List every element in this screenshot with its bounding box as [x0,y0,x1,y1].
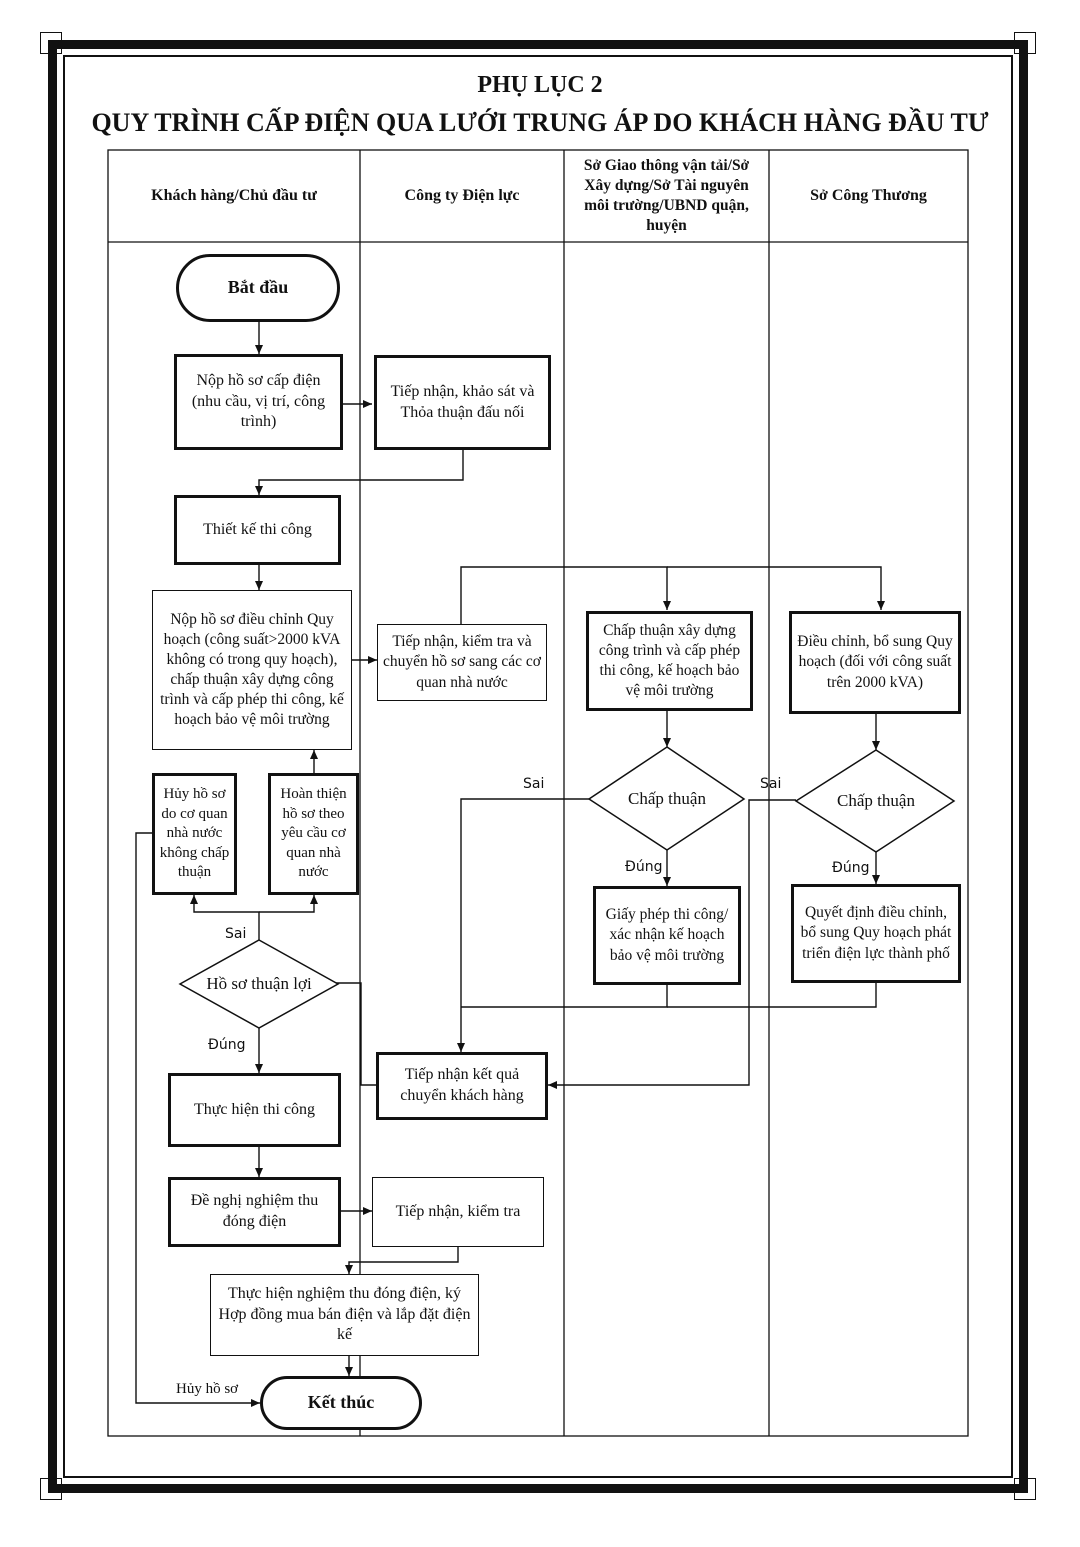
decision-approve-1: Chấp thuận [628,789,706,808]
permit-box: Giấy phép thi công/ xác nhận kế hoạch bả… [593,886,741,985]
complete-file-box: Hoàn thiện hồ sơ theo yêu cầu cơ quan nh… [268,773,359,895]
end-terminal: Kết thúc [260,1376,422,1430]
adjust-plan-box: Điều chỉnh, bổ sung Quy hoạch (đối với c… [789,611,961,714]
lane-header-power-company: Công ty Điện lực [404,186,520,204]
start-terminal: Bắt đầu [176,254,340,322]
receive-forward-box: Tiếp nhận, kiểm tra và chuyển hồ sơ sang… [377,624,547,701]
cancel-file-box: Hủy hồ sơ do cơ quan nhà nước không chấp… [152,773,237,895]
edge-label-yes: Đúng [625,859,663,875]
edge-label-yes: Đúng [832,860,870,876]
lane-header-departments: Sở Giao thông vận tải/Sở Xây dựng/Sở Tài… [583,156,750,235]
construct-box: Thực hiện thi công [168,1073,341,1147]
lane-header-industry-trade: Sở Công Thương [810,186,927,204]
swimlane-table [107,149,969,1437]
frame-corner [1014,32,1036,54]
receive-result-box: Tiếp nhận kết quả chuyển khách hàng [376,1052,548,1120]
page-inner-border [63,55,1013,1478]
plan-decision-box: Quyết định điều chỉnh, bổ sung Quy hoạch… [791,884,961,983]
decision-file-shape [178,939,340,1029]
receive-check-box: Tiếp nhận, kiểm tra [372,1177,544,1247]
edge-label-cancel: Hủy hồ sơ [176,1381,239,1397]
decision-approve-2-shape [794,749,956,853]
decision-approve-1-shape [587,746,746,851]
page-title: PHỤ LỤC 2 [477,72,603,98]
page-border [48,40,1028,1493]
edge-label-yes: Đúng [208,1037,246,1053]
edge-label-no: Sai [760,776,782,792]
request-acceptance-box: Đề nghị nghiệm thu đóng điện [168,1177,341,1247]
receive-survey-box: Tiếp nhận, khảo sát và Thỏa thuận đấu nố… [374,355,551,450]
edge-label-no: Sai [225,926,247,942]
frame-corner [40,32,62,54]
acceptance-contract-box: Thực hiện nghiệm thu đóng điện, ký Hợp đ… [210,1274,479,1356]
edge-label-no: Sai [523,776,545,792]
decision-file: Hồ sơ thuận lợi [206,974,312,993]
approve-construction-box: Chấp thuận xây dựng công trình và cấp ph… [586,611,753,711]
decision-approve-2: Chấp thuận [837,791,915,810]
frame-corner [40,1478,62,1500]
submit-adjustment-box: Nộp hồ sơ điều chỉnh Quy hoạch (công suấ… [152,590,352,750]
submit-request-box: Nộp hồ sơ cấp điện (nhu cầu, vị trí, côn… [174,354,343,450]
design-box: Thiết kế thi công [174,495,341,565]
frame-corner [1014,1478,1036,1500]
lane-header-customer: Khách hàng/Chủ đầu tư [151,186,317,204]
page-subtitle: QUY TRÌNH CẤP ĐIỆN QUA LƯỚI TRUNG ÁP DO … [91,108,989,137]
